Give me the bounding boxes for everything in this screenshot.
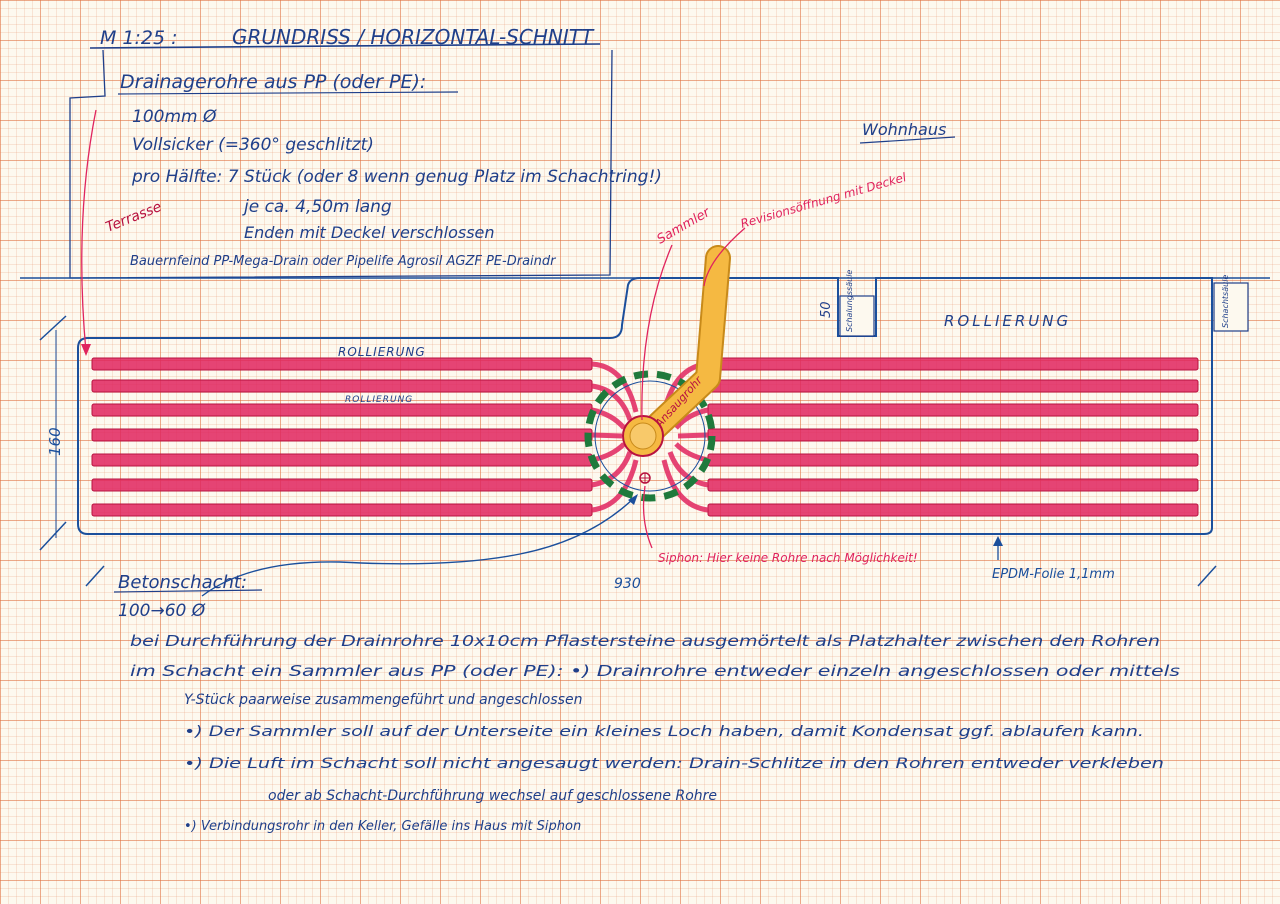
- spec-heading-underline: [117, 91, 459, 95]
- siphon-label: Siphon: Hier keine Rohre nach Möglichkei…: [658, 551, 918, 565]
- spec-line: Enden mit Deckel verschlossen: [244, 223, 495, 242]
- connector-head: [628, 494, 638, 505]
- concrete-shaft-ring: [584, 370, 716, 502]
- note-line: •) Die Luft im Schacht soll nicht angesa…: [184, 756, 1164, 772]
- drain-pipe: [91, 357, 593, 371]
- rollierung-label-1: ROLLIERUNG: [338, 345, 426, 359]
- drain-pipe: [91, 428, 593, 442]
- pipe-bend: [661, 459, 709, 513]
- scale-label: M 1:25 :: [100, 27, 178, 49]
- pipe-bend: [591, 432, 623, 439]
- betonschacht-connector: [201, 497, 635, 597]
- rollierung-label-right: ROLLIERUNG: [944, 312, 1071, 330]
- spec-pointer-arrow: [81, 109, 97, 353]
- drain-pipe: [707, 453, 1199, 467]
- dim-50: 50: [819, 301, 834, 318]
- pipe-bend: [674, 407, 709, 430]
- pipe-bend: [591, 383, 633, 421]
- epdm-arrow-head: [993, 536, 1003, 546]
- revision-arrow: [703, 227, 746, 287]
- shaft-inner-line: [594, 380, 706, 492]
- pipe-bend: [591, 361, 639, 413]
- note-line: im Schacht ein Sammler aus PP (oder PE):…: [130, 662, 1180, 680]
- schalung-label: Schalungssäule: [845, 270, 854, 332]
- drain-pipe: [707, 379, 1199, 393]
- pipe-bend: [591, 459, 639, 513]
- notes-heading: Betonschacht:: [118, 572, 247, 593]
- drain-pipe: [707, 357, 1199, 371]
- dim-tick: [1197, 565, 1217, 587]
- spec-heading: Drainagerohre aus PP (oder PE):: [120, 71, 426, 93]
- sammler-label: Sammler: [655, 204, 715, 247]
- pipe-bend: [591, 442, 626, 463]
- rollierung-label-2: ROLLIERUNG: [345, 395, 413, 405]
- left-pipe-group: [91, 357, 593, 517]
- note-line: 100→60 Ø: [118, 601, 206, 621]
- spec-line: pro Hälfte: 7 Stück (oder 8 wenn genug P…: [131, 167, 662, 187]
- wohnhaus-label: Wohnhaus: [862, 120, 946, 139]
- pipe-bend: [591, 407, 626, 430]
- pipe-bend: [667, 451, 709, 488]
- collector-inner: [629, 422, 657, 450]
- drainage-field-outline: [77, 277, 1213, 535]
- note-line: •) Verbindungsrohr in den Keller, Gefäll…: [184, 819, 581, 834]
- spec-line: Bauernfeind PP-Mega-Drain oder Pipelife …: [130, 254, 557, 269]
- notes-heading-underline: [113, 589, 263, 593]
- spec-line: je ca. 4,50m lang: [242, 197, 392, 217]
- siphon-arrow: [642, 485, 653, 549]
- dim-930: 930: [614, 576, 641, 592]
- spec-pointer-head: [81, 344, 91, 356]
- note-line: bei Durchführung der Drainrohre 10x10cm …: [130, 632, 1160, 650]
- schacht-saeule-label: Schachtsäule: [1221, 275, 1230, 328]
- dim-tick: [85, 565, 105, 587]
- note-line: Y-Stück paarweise zusammengeführt und an…: [184, 692, 582, 708]
- note-line: •) Der Sammler soll auf der Unterseite e…: [184, 724, 1144, 740]
- drain-pipe: [707, 403, 1199, 417]
- sammler-arrow: [641, 244, 673, 421]
- wohnhaus-underline: [859, 136, 956, 144]
- dim-tick: [39, 521, 67, 551]
- drain-pipe: [91, 453, 593, 467]
- pipe-bend: [677, 432, 709, 439]
- spec-box: [69, 49, 613, 279]
- terrasse-label: Terrasse: [104, 199, 164, 236]
- dim-tick: [39, 315, 67, 341]
- pipe-bend: [674, 442, 709, 463]
- pipe-bend: [591, 451, 633, 488]
- suction-pipe: [631, 247, 729, 451]
- spec-line: Vollsicker (=360° geschlitzt): [132, 135, 374, 155]
- drain-pipe: [707, 478, 1199, 492]
- revision-label: Revisionsöffnung mit Deckel: [739, 170, 908, 231]
- drain-pipe: [91, 379, 593, 393]
- schacht-saeule-column: [1213, 282, 1249, 332]
- drain-pipe: [707, 428, 1199, 442]
- note-line: oder ab Schacht-Durchführung wechsel auf…: [268, 788, 717, 804]
- schalung-column: [839, 295, 875, 337]
- drain-pipe: [707, 503, 1199, 517]
- drain-pipe: [91, 503, 593, 517]
- spec-line: 100mm Ø: [132, 107, 217, 127]
- drain-pipe: [91, 403, 593, 417]
- drain-pipe: [91, 478, 593, 492]
- title-underline: [89, 43, 601, 49]
- right-pipe-group: [707, 357, 1199, 517]
- dim-160: 160: [46, 427, 64, 456]
- epdm-label: EPDM-Folie 1,1mm: [992, 567, 1115, 582]
